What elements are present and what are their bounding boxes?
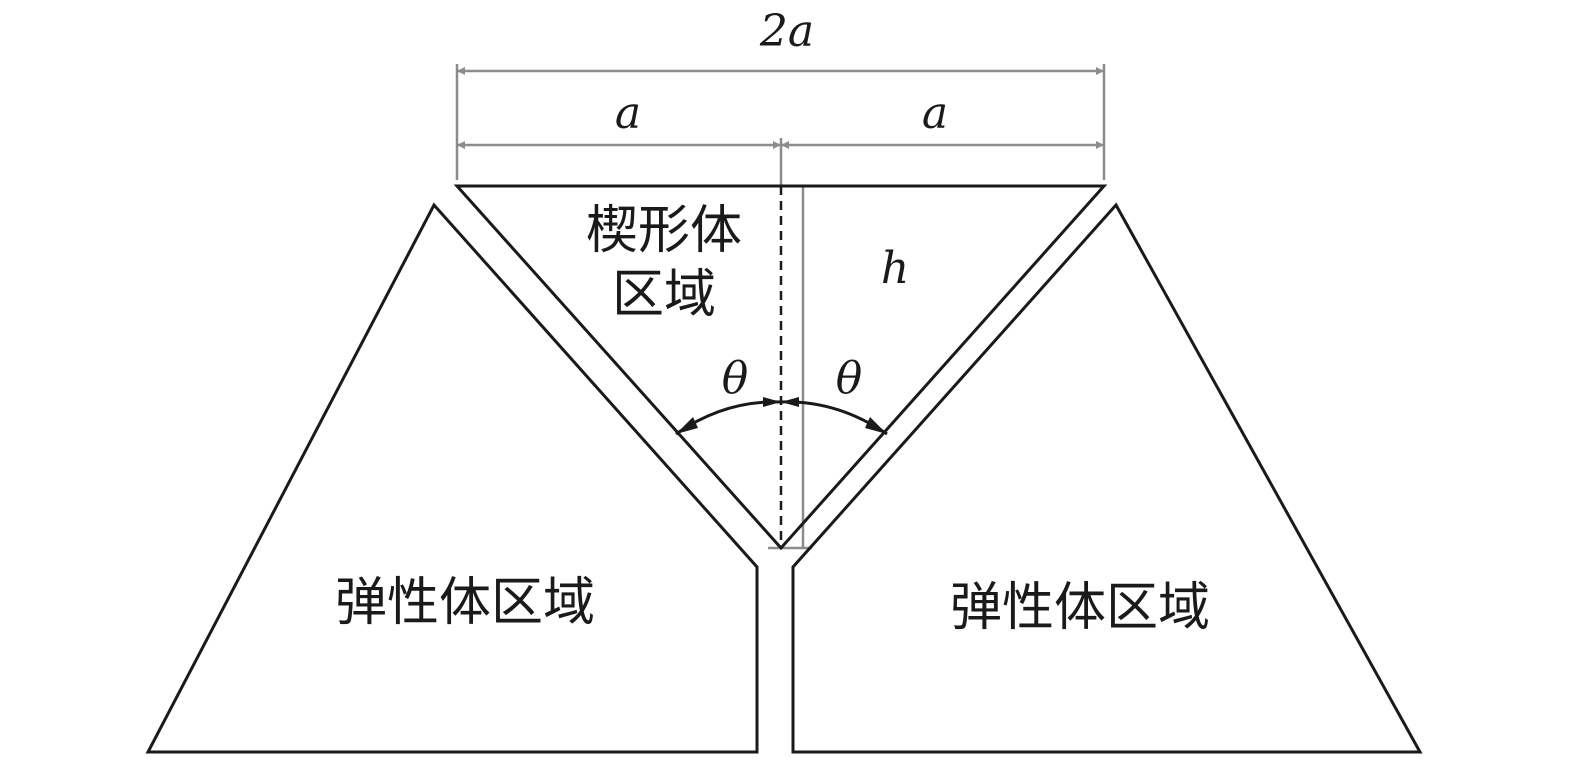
dim-tick-center-right: [781, 141, 789, 149]
label-2a: 2a: [759, 6, 814, 57]
dim-tick-left-top: [457, 67, 465, 75]
arc-arrowhead-center-right: [781, 397, 799, 407]
wedge-region-label-line1: 楔形体: [586, 201, 742, 261]
label-a-right: a: [922, 88, 948, 139]
elastic-region-left-label: 弹性体区域: [335, 573, 595, 633]
elastic-region-right-shape: [791, 202, 1423, 754]
dim-tick-right-mid: [1096, 141, 1104, 149]
elastic-region-left-shape: [145, 202, 759, 754]
label-a-left: a: [615, 88, 641, 139]
dimension-lines: [455, 64, 1106, 550]
wedge-region-label-line2: 区域: [612, 265, 716, 325]
arc-arrowhead-center-left: [763, 397, 781, 407]
dim-tick-right-top: [1096, 67, 1104, 75]
label-theta-left: θ: [722, 353, 749, 404]
dim-tick-left-mid: [457, 141, 465, 149]
arc-arrowhead-right: [865, 417, 887, 434]
arc-arrowhead-left: [676, 417, 698, 434]
elastic-region-right-label: 弹性体区域: [950, 578, 1210, 638]
label-h: h: [881, 243, 909, 294]
label-theta-right: θ: [836, 353, 863, 404]
angle-arcs: [675, 397, 888, 436]
dim-tick-center-left: [773, 141, 781, 149]
